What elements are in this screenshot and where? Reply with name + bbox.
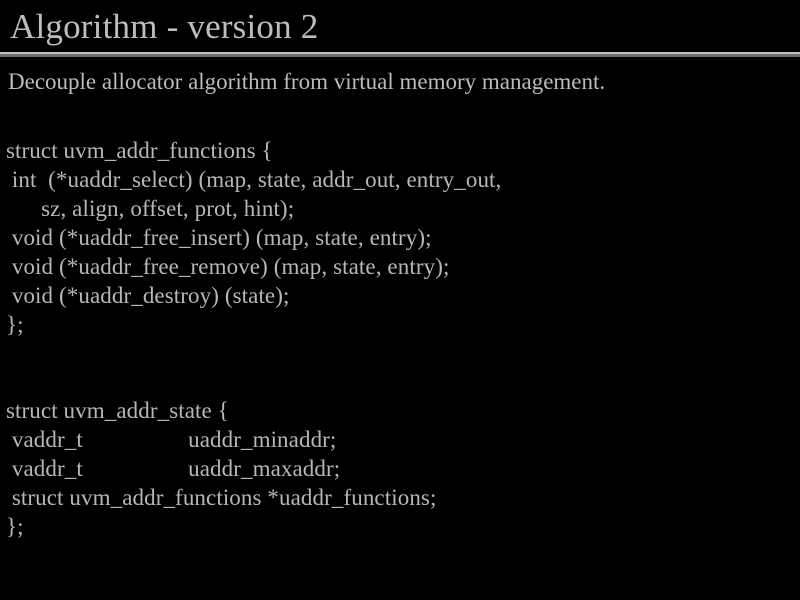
title-divider-dark-band (0, 54, 800, 57)
title-divider-light-band (0, 52, 800, 54)
title-divider (0, 52, 800, 57)
code-block-uvm-addr-state: struct uvm_addr_state { vaddr_t uaddr_mi… (6, 398, 437, 539)
page-title: Algorithm - version 2 (10, 7, 319, 46)
slide-subtitle: Decouple allocator algorithm from virtua… (8, 69, 606, 94)
code-block-uvm-addr-functions: struct uvm_addr_functions { int (*uaddr_… (6, 138, 502, 337)
